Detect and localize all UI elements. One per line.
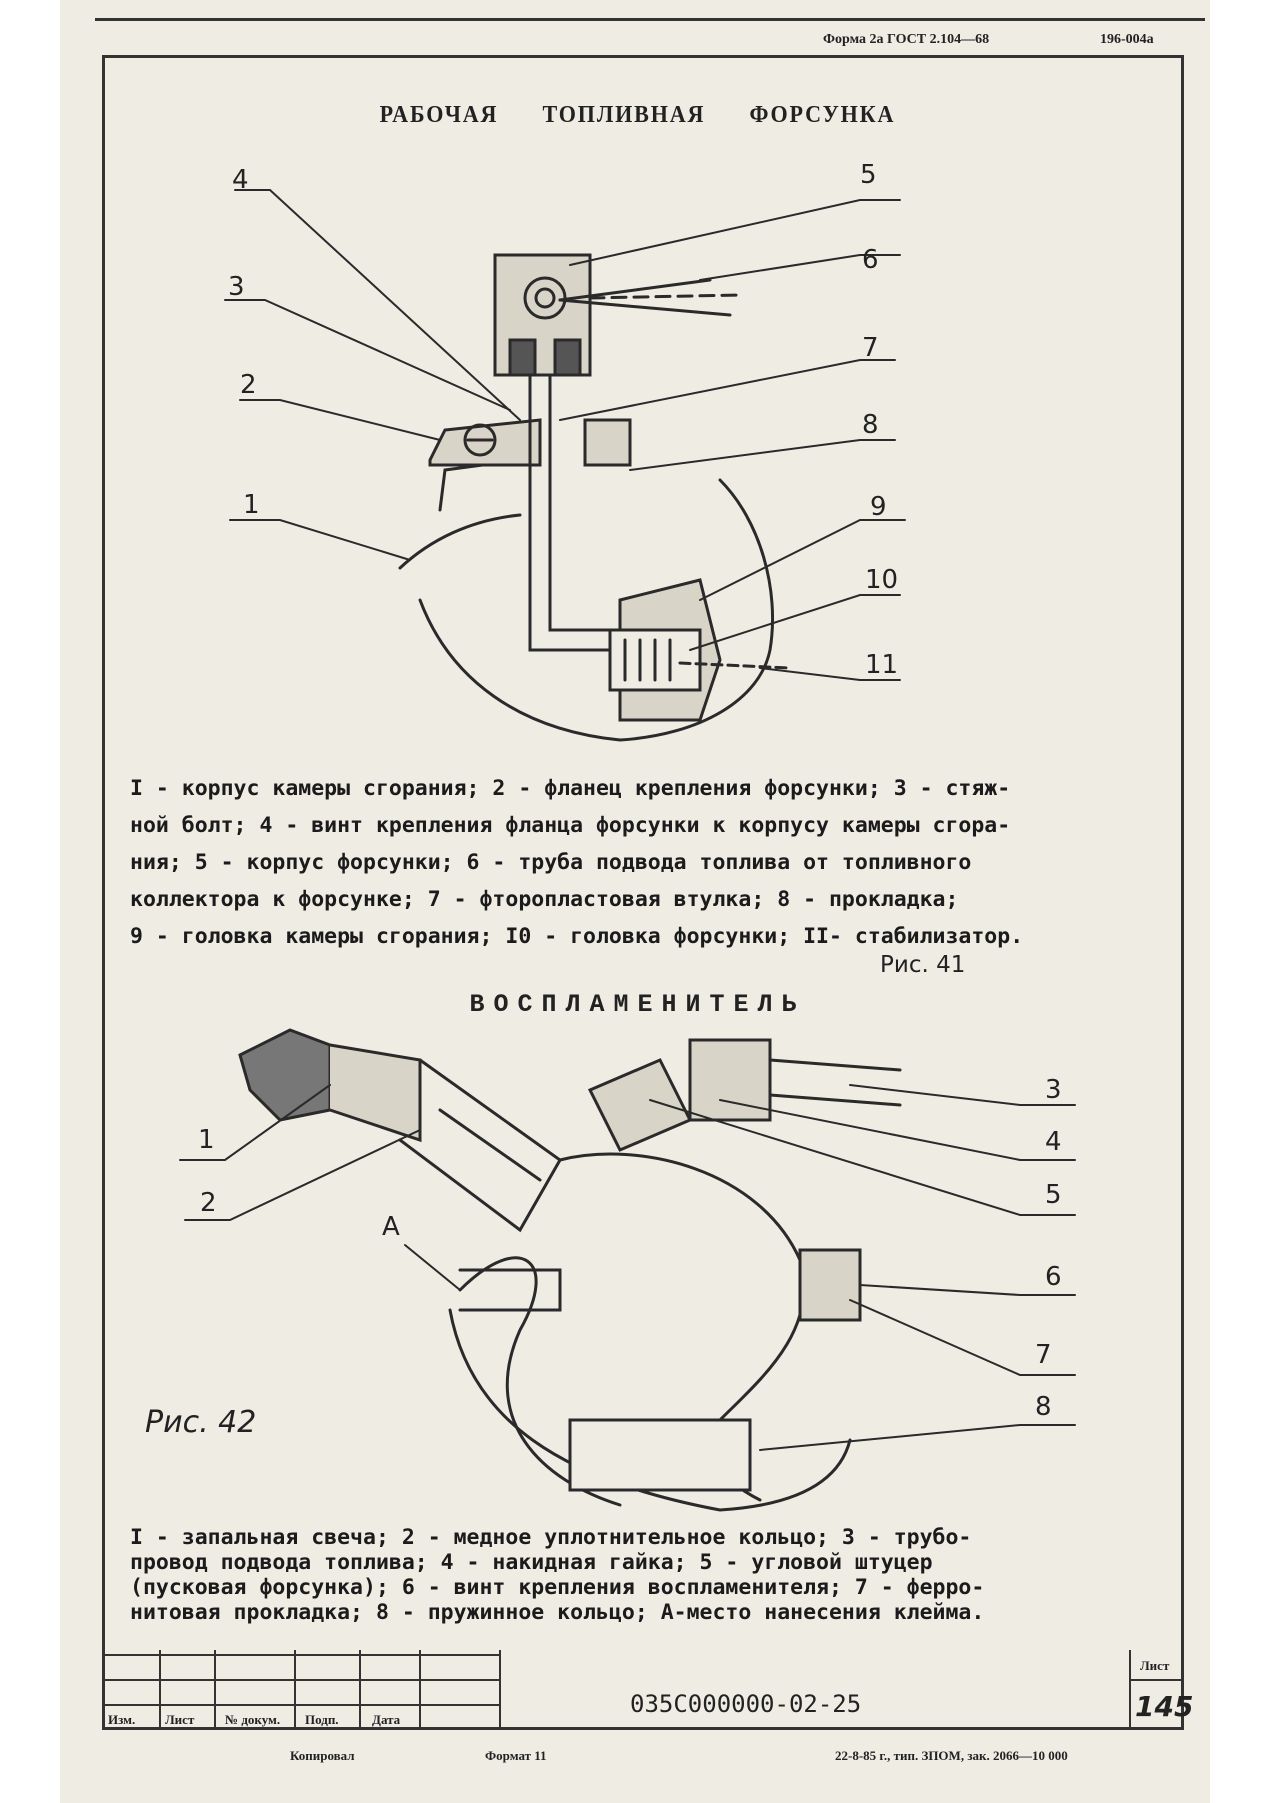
column-signature: Подп. bbox=[305, 1712, 339, 1727]
footer-copied-by: Копировал bbox=[290, 1748, 355, 1763]
callout-9: 9 bbox=[870, 492, 887, 522]
title-word: ТОПЛИВНАЯ bbox=[542, 102, 706, 128]
caption-line: ной болт; 4 - винт крепления фланца форс… bbox=[130, 813, 1011, 838]
page-frame bbox=[102, 55, 1184, 1730]
callout-5: 5 bbox=[860, 160, 877, 190]
callout-3: 3 bbox=[1045, 1075, 1062, 1105]
caption-line: ния; 5 - корпус форсунки; 6 - труба подв… bbox=[130, 850, 972, 875]
column-date: Дата bbox=[372, 1712, 401, 1727]
figure41-label: Рис. 41 bbox=[880, 952, 966, 978]
callout-6: 6 bbox=[862, 245, 879, 275]
callout-4: 4 bbox=[232, 165, 249, 195]
figure41-drawing bbox=[224, 189, 906, 742]
callout-5: 5 bbox=[1045, 1180, 1062, 1210]
caption-line: (пусковая форсунка); 6 - винт крепления … bbox=[130, 1575, 985, 1600]
callout-2: 2 bbox=[240, 370, 257, 400]
callout-a: A bbox=[382, 1212, 400, 1242]
figure42-title: ВОСПЛАМЕНИТЕЛЬ bbox=[469, 990, 806, 1019]
figure42-caption: I - запальная свеча; 2 - медное уплотнит… bbox=[130, 1525, 1180, 1625]
column-document: № докум. bbox=[225, 1712, 281, 1727]
sheet-number: 145 bbox=[1135, 1690, 1194, 1723]
figure41-caption: I - корпус камеры сгорания; 2 - фланец к… bbox=[130, 770, 1180, 955]
title-word: ФОРСУНКА bbox=[749, 102, 896, 128]
top-rule bbox=[95, 18, 1205, 21]
caption-line: I - корпус камеры сгорания; 2 - фланец к… bbox=[130, 776, 1011, 801]
callout-3: 3 bbox=[228, 272, 245, 302]
document-number: 035С000000-02-25 bbox=[630, 1690, 862, 1718]
caption-line: провод подвода топлива; 4 - накидная гай… bbox=[130, 1550, 933, 1575]
footer-print-info: 22-8-85 г., тип. ЗПОМ, зак. 2066—10 000 bbox=[835, 1748, 1068, 1763]
column-sheet: Лист bbox=[165, 1712, 195, 1727]
footer-format: Формат 11 bbox=[485, 1748, 547, 1763]
column-change: Изм. bbox=[108, 1712, 136, 1727]
form-header: Форма 2а ГОСТ 2.104—68 bbox=[823, 32, 990, 47]
callout-10: 10 bbox=[865, 565, 899, 595]
callout-2: 2 bbox=[200, 1188, 217, 1218]
form-code: 196-004а bbox=[1100, 32, 1154, 47]
callout-7: 7 bbox=[1035, 1340, 1052, 1370]
caption-line: I - запальная свеча; 2 - медное уплотнит… bbox=[130, 1525, 972, 1550]
caption-line: 9 - головка камеры сгорания; I0 - головк… bbox=[130, 924, 1024, 949]
callout-4: 4 bbox=[1045, 1127, 1062, 1157]
caption-line: коллектора к форсунке; 7 - фторопластова… bbox=[130, 887, 959, 912]
callout-1: 1 bbox=[198, 1125, 215, 1155]
callout-6: 6 bbox=[1045, 1262, 1062, 1292]
callout-11: 11 bbox=[865, 650, 899, 680]
figure42-label: Рис. 42 bbox=[145, 1405, 257, 1440]
callout-8: 8 bbox=[1035, 1392, 1052, 1422]
callout-8: 8 bbox=[862, 410, 879, 440]
title-block-grid bbox=[102, 1650, 1184, 1730]
callout-7: 7 bbox=[862, 333, 879, 363]
callout-1: 1 bbox=[243, 490, 260, 520]
sheet-label: Лист bbox=[1140, 1658, 1170, 1673]
figure41-title: РАБОЧАЯ ТОПЛИВНАЯ ФОРСУНКА bbox=[51, 102, 1224, 129]
title-word: РАБОЧАЯ bbox=[379, 102, 499, 128]
figure42-drawing bbox=[179, 1028, 1076, 1512]
caption-line: нитовая прокладка; 8 - пружинное кольцо;… bbox=[130, 1600, 985, 1625]
